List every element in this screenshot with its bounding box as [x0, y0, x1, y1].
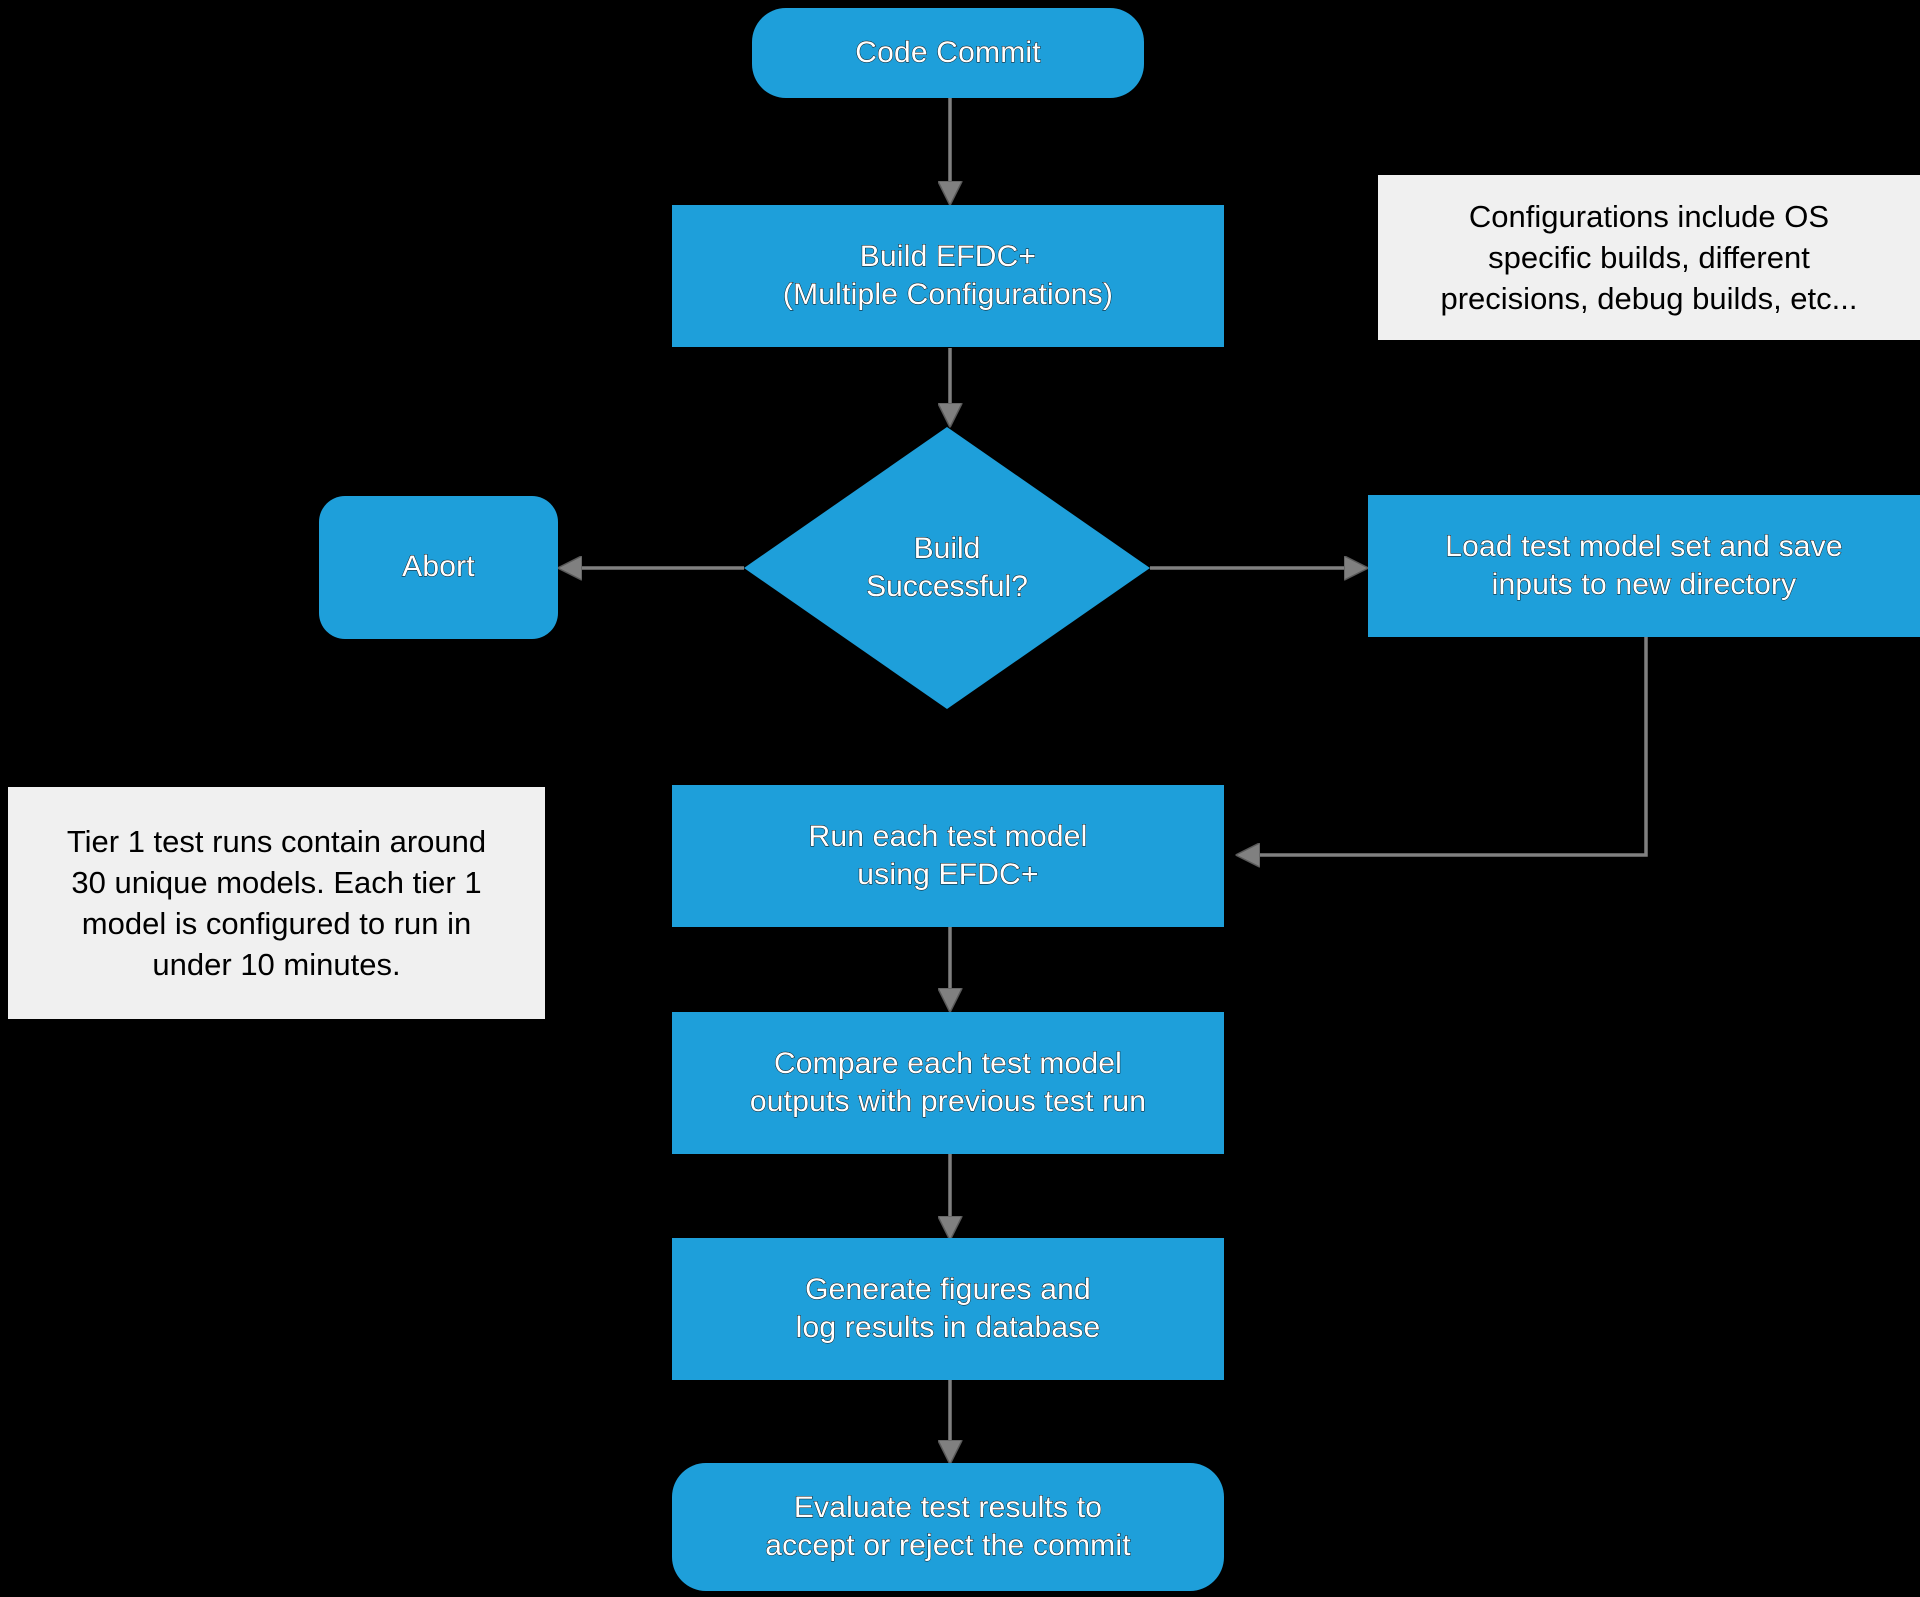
node-code-commit[interactable]: Code Commit: [752, 8, 1144, 98]
node-build-successful[interactable]: Build Successful?: [744, 427, 1150, 709]
node-build-efdc-label: Build EFDC+ (Multiple Configurations): [782, 239, 1114, 311]
node-compare-outputs-label: Compare each test model outputs with pre…: [749, 1046, 1147, 1118]
node-build-efdc[interactable]: Build EFDC+ (Multiple Configurations): [672, 205, 1224, 347]
node-load-test-model[interactable]: Load test model set and save inputs to n…: [1368, 495, 1920, 637]
note-tier1-text: Tier 1 test runs contain around 30 uniqu…: [66, 823, 487, 983]
node-generate-figures-label: Generate figures and log results in data…: [795, 1272, 1101, 1344]
node-abort[interactable]: Abort: [319, 496, 558, 639]
node-load-test-model-label: Load test model set and save inputs to n…: [1445, 529, 1843, 601]
node-evaluate-results[interactable]: Evaluate test results to accept or rejec…: [672, 1463, 1224, 1591]
node-generate-figures[interactable]: Generate figures and log results in data…: [672, 1238, 1224, 1380]
note-tier1: Tier 1 test runs contain around 30 uniqu…: [8, 787, 545, 1019]
node-run-each-test[interactable]: Run each test model using EFDC+: [672, 785, 1224, 927]
node-evaluate-results-label: Evaluate test results to accept or rejec…: [765, 1490, 1131, 1562]
note-configurations: Configurations include OS specific build…: [1378, 175, 1920, 340]
edge-load-to-run: [1238, 637, 1648, 855]
node-build-successful-label: Build Successful?: [866, 531, 1029, 603]
note-configurations-text: Configurations include OS specific build…: [1440, 198, 1858, 317]
node-code-commit-label: Code Commit: [855, 35, 1041, 69]
node-compare-outputs[interactable]: Compare each test model outputs with pre…: [672, 1012, 1224, 1154]
node-abort-label: Abort: [402, 550, 475, 584]
node-run-each-test-label: Run each test model using EFDC+: [808, 819, 1088, 891]
